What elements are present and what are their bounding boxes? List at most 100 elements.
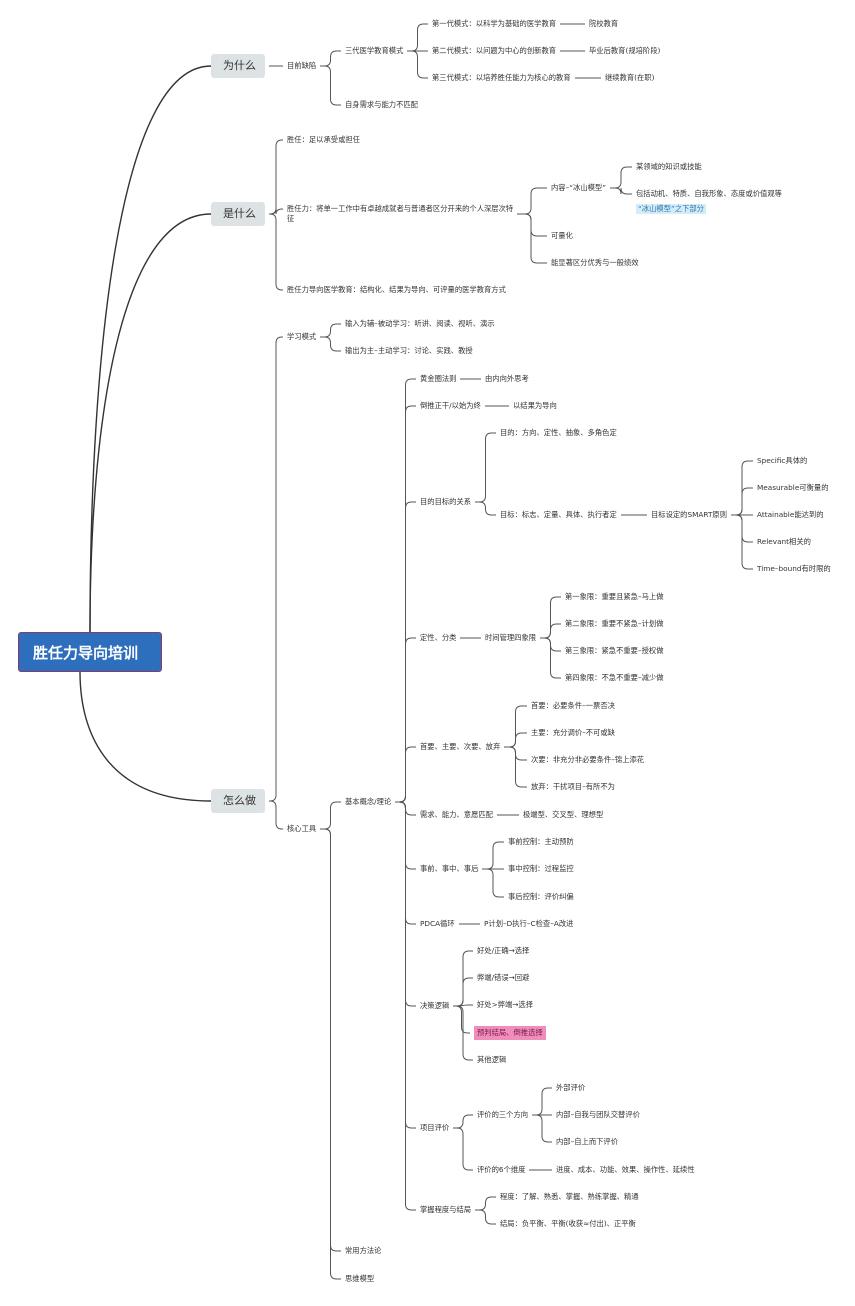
- node-iceberg[interactable]: 内容–“冰山模型”: [551, 183, 606, 192]
- node-golden-circle-a[interactable]: 由内向外思考: [485, 374, 529, 383]
- node-smart-m[interactable]: Measurable可衡量的: [757, 483, 829, 492]
- node-core-tools[interactable]: 核心工具: [287, 824, 317, 833]
- node-decision-3[interactable]: 好处>弊端→选择: [477, 1000, 534, 1009]
- node-iceberg-knowledge[interactable]: 某领域的知识或技能: [636, 162, 702, 171]
- node-iceberg-below-tag[interactable]: “冰山模型”之下部分: [636, 204, 706, 214]
- node-how[interactable]: 怎么做: [211, 789, 265, 813]
- node-eval-dimensions[interactable]: 评价的6个维度: [477, 1165, 526, 1174]
- node-priority-4[interactable]: 放弃：干扰项目–有所不为: [531, 782, 615, 791]
- connector-c9-d5: [453, 1005, 473, 1061]
- node-smart-r[interactable]: Relevant相关的: [757, 537, 811, 546]
- node-quadrant-2[interactable]: 第二象限：重要不紧急–计划做: [565, 619, 664, 628]
- node-quantifiable[interactable]: 可量化: [551, 231, 573, 240]
- node-why[interactable]: 为什么: [211, 54, 265, 78]
- node-golden-circle[interactable]: 黄金圈法则: [420, 374, 457, 383]
- node-eval-directions[interactable]: 评价的三个方向: [477, 1110, 529, 1119]
- node-basic-concepts[interactable]: 基本概念/理论: [345, 797, 392, 806]
- node-mastery-outcome[interactable]: 结局：负平衡、平衡(收获≈付出)、正平衡: [500, 1219, 636, 1228]
- node-cbme[interactable]: 胜任力导向医学教育：结构化、结果为导向、可评量的医学教育方式: [287, 285, 506, 294]
- node-learning-mode[interactable]: 学习模式: [287, 332, 317, 341]
- node-mastery-level[interactable]: 程度：了解、熟悉、掌握、熟练掌握、精通: [500, 1192, 639, 1201]
- connector-c7-e1: [482, 841, 504, 870]
- node-before-during-after[interactable]: 事前、事中、事后: [420, 864, 479, 873]
- node-three-generations[interactable]: 三代医学教育模式: [345, 46, 404, 55]
- node-distinguish[interactable]: 能显著区分优秀与一般绩效: [551, 258, 639, 267]
- node-mismatch[interactable]: 自身需求与能力不匹配: [345, 100, 418, 109]
- node-backward[interactable]: 倒推正干/以始为终: [420, 401, 481, 410]
- node-control-during[interactable]: 事中控制：过程监控: [508, 864, 574, 873]
- connector-c5-p4: [504, 746, 527, 788]
- node-decision-4-highlight[interactable]: 预判结局、倒推选择: [474, 1026, 546, 1040]
- node-methodology[interactable]: 常用方法论: [345, 1246, 382, 1255]
- node-what[interactable]: 是什么: [211, 202, 265, 226]
- node-iceberg-motives[interactable]: 包括动机、特质、自我形象、态度或价值观等: [636, 189, 782, 198]
- node-priority-2[interactable]: 主要：充分调价–不可或缺: [531, 728, 615, 737]
- node-competent[interactable]: 胜任：足以承受或担任: [287, 135, 360, 144]
- node-time-quadrants[interactable]: 时间管理四象限: [485, 633, 537, 642]
- node-control-after[interactable]: 事后控制：评价纠偏: [508, 892, 574, 901]
- node-purpose[interactable]: 目的：方向、定性、抽象、多角色定: [500, 428, 617, 437]
- node-current-defects[interactable]: 目前缺陷: [287, 61, 317, 70]
- connector-how-how_1: [269, 336, 283, 802]
- node-purpose-goal[interactable]: 目的目标的关系: [420, 497, 472, 506]
- node-match-a[interactable]: 极端型、交叉型、理想型: [523, 810, 604, 819]
- node-eval-external[interactable]: 外部评价: [556, 1083, 586, 1092]
- node-gen-1-school[interactable]: 院校教育: [589, 19, 619, 28]
- node-priority[interactable]: 首要、主要、次要、放弃: [420, 742, 501, 751]
- node-decision-5[interactable]: 其他逻辑: [477, 1055, 507, 1064]
- node-goal[interactable]: 目标：标志、定量、具体、执行者定: [500, 510, 617, 519]
- node-active[interactable]: 输出为主–主动学习：讨论、实践、教授: [345, 346, 473, 355]
- node-eval-internal-topdown[interactable]: 内部–自上而下评价: [556, 1137, 619, 1146]
- node-smart-s[interactable]: Specific具体的: [757, 456, 808, 465]
- node-match[interactable]: 需求、能力、意愿匹配: [420, 810, 493, 819]
- node-decision-logic[interactable]: 决策逻辑: [420, 1001, 450, 1010]
- connector-c11-m2: [475, 1209, 496, 1225]
- node-smart[interactable]: 目标设定的SMART原则: [651, 510, 727, 519]
- node-smart-t[interactable]: Time–bound有时限的: [757, 564, 831, 573]
- root-node[interactable]: 胜任力导向培训: [18, 632, 162, 672]
- node-competency-wrap: 征: [287, 214, 295, 223]
- node-gen-3-continuing[interactable]: 继续教育(在职): [605, 73, 655, 82]
- connector-how_2-how_2_1: [320, 801, 341, 830]
- node-classify[interactable]: 定性、分类: [420, 633, 457, 642]
- node-thinking-models[interactable]: 思维模型: [345, 1274, 375, 1283]
- node-eval-dimensions-a[interactable]: 进度、成本、功能、效果、操作性、延续性: [556, 1165, 695, 1174]
- node-pdca[interactable]: PDCA循环: [420, 919, 455, 928]
- connector-c5-p2: [504, 732, 527, 748]
- node-gen-1[interactable]: 第一代模式：以科学为基础的医学教育: [432, 19, 557, 28]
- node-gen-3[interactable]: 第三代模式：以培养胜任能力为核心的教育: [432, 73, 571, 82]
- connector-c9-d4: [453, 1005, 470, 1034]
- node-gen-2[interactable]: 第二代模式：以问题为中心的创新教育: [432, 46, 557, 55]
- node-gen-2-postgrad[interactable]: 毕业后教育(规培阶段): [589, 46, 661, 55]
- node-eval-internal-mutual[interactable]: 内部–自我与团队交替评价: [556, 1110, 640, 1119]
- connector-root-why: [89, 65, 212, 633]
- node-priority-1[interactable]: 首要：必要条件–一票否决: [531, 701, 615, 710]
- node-priority-3[interactable]: 次要：非充分非必要条件–锦上添花: [531, 755, 645, 764]
- node-backward-a[interactable]: 以结果为导向: [513, 401, 557, 410]
- connector-c11-m1: [475, 1196, 496, 1211]
- connector-why_1-why_1_1: [320, 50, 341, 67]
- node-control-before[interactable]: 事前控制：主动预防: [508, 837, 574, 846]
- node-quadrant-3[interactable]: 第三象限：紧急不重要–授权做: [565, 646, 664, 655]
- node-passive[interactable]: 输入为辅–被动学习：听讲、阅读、视听、演示: [345, 319, 495, 328]
- node-quadrant-1[interactable]: 第一象限：重要且紧急–马上做: [565, 592, 664, 601]
- node-decision-2[interactable]: 弊端/错误→回避: [477, 973, 530, 982]
- node-decision-1[interactable]: 好处/正确→选择: [477, 946, 530, 955]
- connector-what_2-what_2_2: [517, 213, 547, 237]
- node-smart-a[interactable]: Attainable能达到的: [757, 510, 824, 519]
- connector-what-what_2: [269, 208, 283, 215]
- connector-what_2_1-what_2_1_1: [610, 166, 632, 189]
- connector-how_2-how_2_3: [320, 828, 341, 1280]
- connector-root-what: [89, 213, 212, 633]
- connector-how_1-how_1_2: [320, 336, 341, 352]
- connector-how_2_1-c11: [395, 801, 416, 1211]
- connector-r1-r1_3: [532, 1114, 552, 1143]
- node-quadrant-4[interactable]: 第四象限：不急不重要–减少做: [565, 673, 664, 682]
- node-competency[interactable]: 胜任力：将单一工作中有卓越成就者与普通者区分开来的个人深层次特: [287, 204, 514, 213]
- node-pdca-a[interactable]: P计划–D执行–C检查–A改进: [484, 919, 574, 928]
- node-mastery[interactable]: 掌握程度与结局: [420, 1205, 472, 1214]
- connector-root-how: [79, 671, 212, 802]
- node-project-eval[interactable]: 项目评价: [420, 1123, 450, 1132]
